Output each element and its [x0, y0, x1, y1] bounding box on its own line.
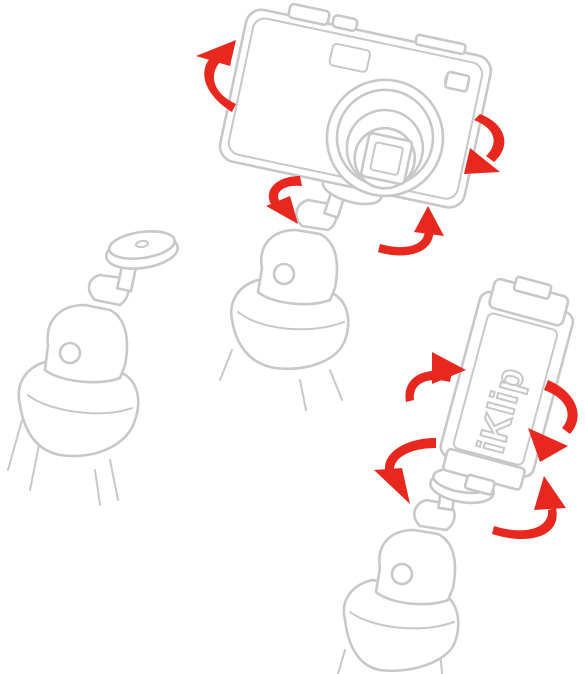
rotation-arrow-icon — [378, 206, 444, 256]
tripod-ball-head-icon — [338, 465, 496, 674]
camera-on-tripod-group — [196, 0, 504, 410]
compact-camera-icon — [216, 0, 496, 213]
rotation-arrow-icon — [196, 40, 236, 112]
tripod-ball-head-icon — [8, 228, 180, 505]
tripod-ball-head-icon — [220, 171, 384, 410]
rotation-arrow-icon — [374, 438, 436, 504]
iklip-on-tripod-group: iKlip — [338, 269, 581, 674]
